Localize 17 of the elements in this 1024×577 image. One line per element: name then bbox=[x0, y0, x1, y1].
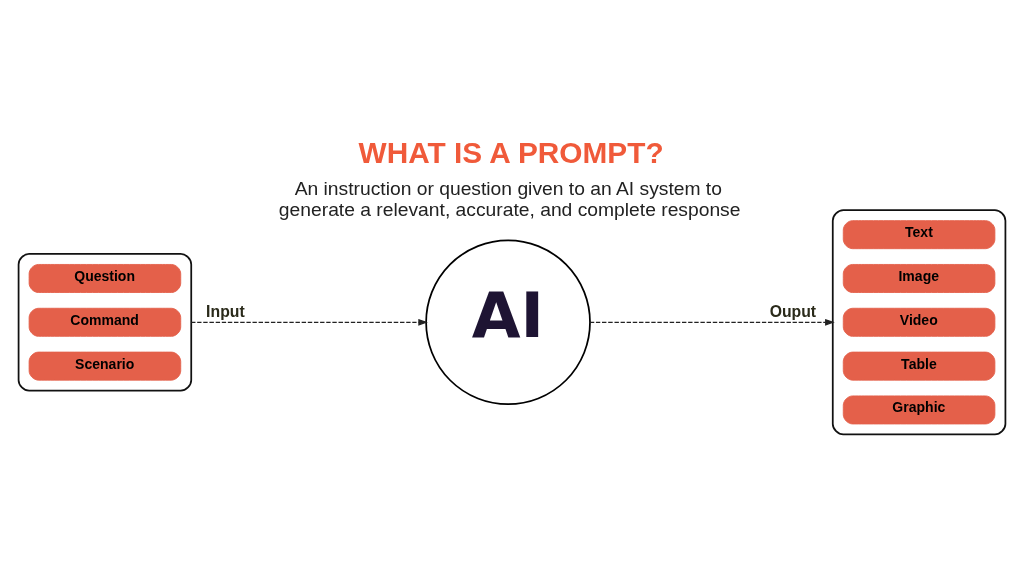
node-box: Image bbox=[842, 263, 996, 293]
node-box: Table bbox=[842, 351, 996, 381]
cluster bbox=[17, 252, 193, 392]
node-circle: AI bbox=[425, 239, 591, 405]
node-box: Scenario bbox=[28, 351, 182, 381]
edge-label: Input bbox=[206, 302, 245, 320]
cluster bbox=[831, 208, 1007, 435]
node-box: Question bbox=[28, 263, 182, 293]
node-box: Command bbox=[28, 307, 182, 337]
edge-label: Ouput bbox=[769, 302, 817, 320]
node-box: Text bbox=[842, 219, 996, 249]
diagram-title: WHAT IS A PROMPT? bbox=[358, 135, 664, 169]
arrow bbox=[589, 318, 835, 326]
node-box: Graphic bbox=[842, 395, 996, 424]
arrow bbox=[190, 318, 428, 326]
label: An instruction or question given to an AI system to generate a relevant, accurate, and complete response bbox=[278, 177, 741, 220]
node-box: Video bbox=[842, 307, 996, 337]
